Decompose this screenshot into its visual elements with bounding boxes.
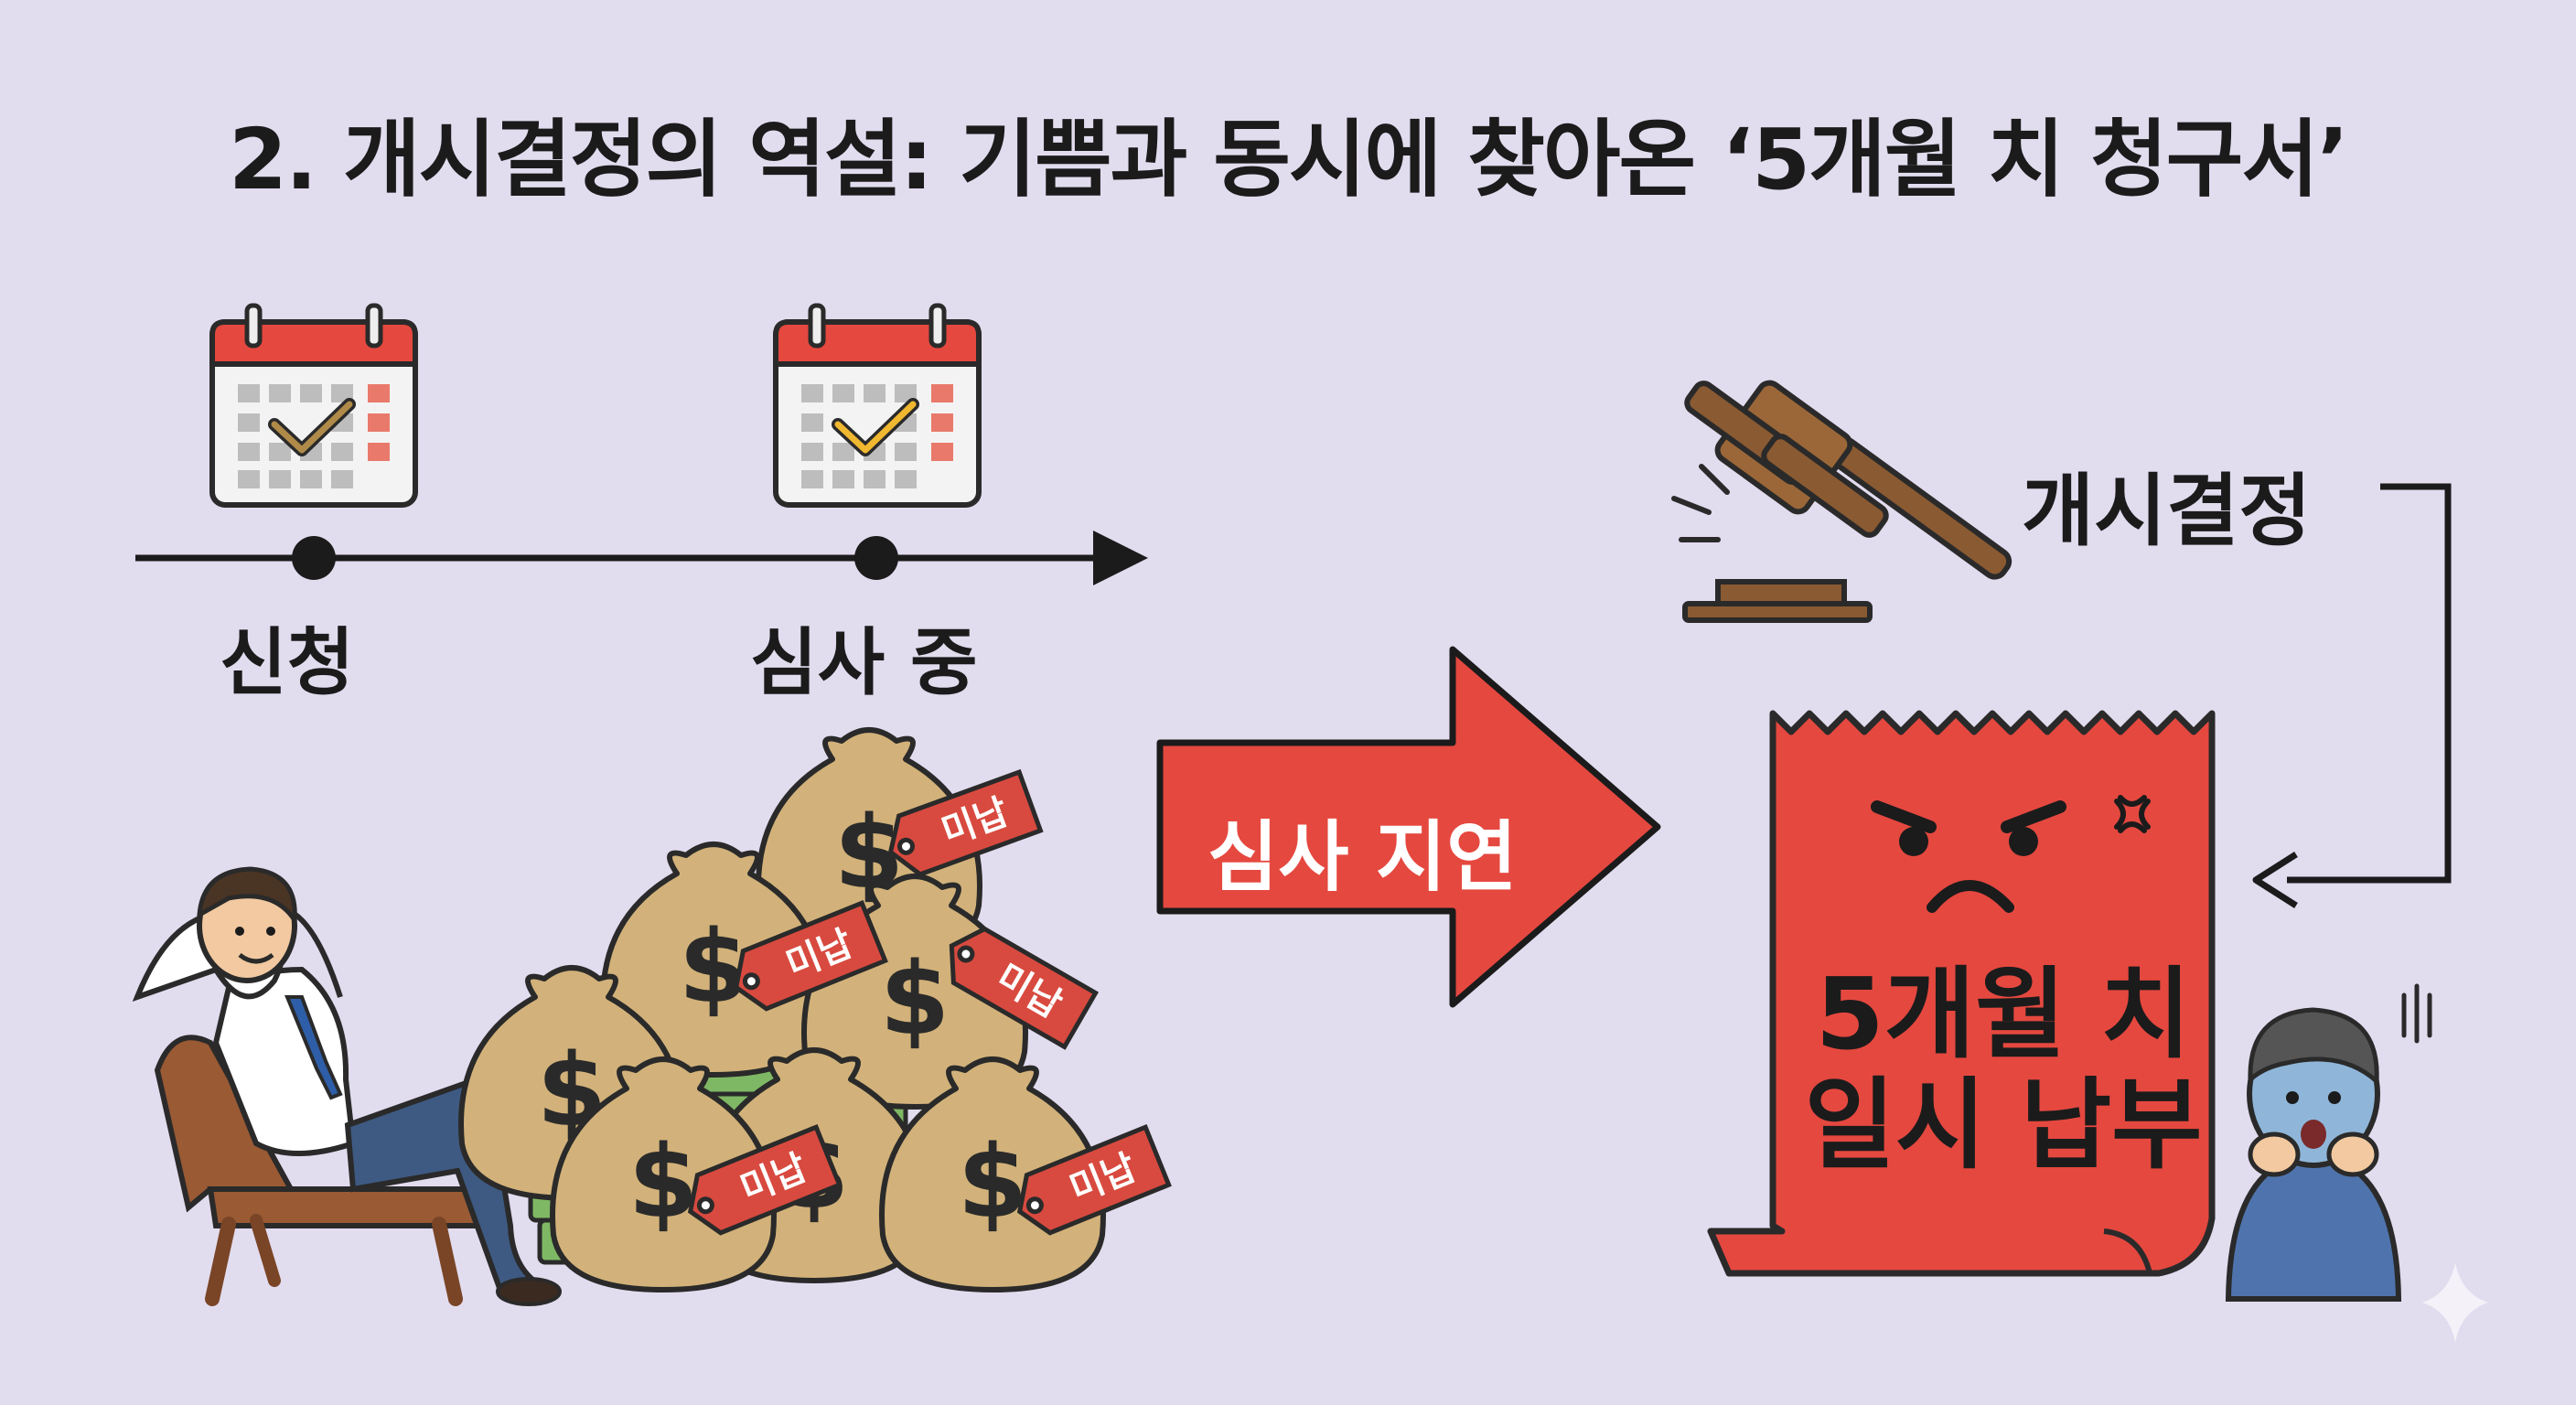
- delay-arrow-label: 심사 지연: [1208, 812, 1518, 902]
- angry-face: [1871, 800, 2066, 913]
- unpaid-tags: 미납 미납 미납 미납 미납: [687, 768, 1172, 1236]
- bill-text: 5개월 치 일시 납부: [1784, 960, 2223, 1182]
- svg-text:$: $: [679, 908, 749, 1025]
- bill-line-1: 5개월 치: [1815, 958, 2192, 1072]
- sparkle-icon: [2422, 1262, 2488, 1343]
- timeline-label-review: 심사 중: [750, 620, 978, 705]
- gavel-icon: [1671, 380, 2012, 623]
- unpaid-tag: 미납: [687, 1123, 843, 1236]
- timeline-dot-apply: [292, 536, 336, 580]
- anger-mark-icon: [2114, 795, 2151, 833]
- decision-connector-arrow: [2252, 483, 2452, 908]
- svg-text:$: $: [958, 1123, 1028, 1240]
- decision-label: 개시결정: [2022, 466, 2312, 557]
- svg-text:$: $: [628, 1123, 699, 1240]
- timeline-arrow: [135, 531, 1148, 585]
- page-title: 2. 개시결정의 역설: 기쁨과 동시에 찾아온 ‘5개월 치 청구서’: [229, 111, 2349, 209]
- calendar-icon-apply: [209, 303, 418, 508]
- delay-arrow: [1156, 646, 1661, 1008]
- worried-person: [2225, 983, 2432, 1302]
- bill-receipt: [1707, 710, 2216, 1277]
- unpaid-tag: 미납: [887, 768, 1044, 877]
- svg-text:$: $: [880, 940, 950, 1057]
- timeline-dot-review: [854, 536, 898, 580]
- bill-line-2: 일시 납부: [1804, 1067, 2203, 1183]
- calendar-icon-review: [773, 303, 982, 508]
- unpaid-tag: 미납: [1016, 1123, 1172, 1236]
- unpaid-tag: 미납: [733, 899, 888, 1012]
- timeline-label-apply: 신청: [220, 620, 355, 705]
